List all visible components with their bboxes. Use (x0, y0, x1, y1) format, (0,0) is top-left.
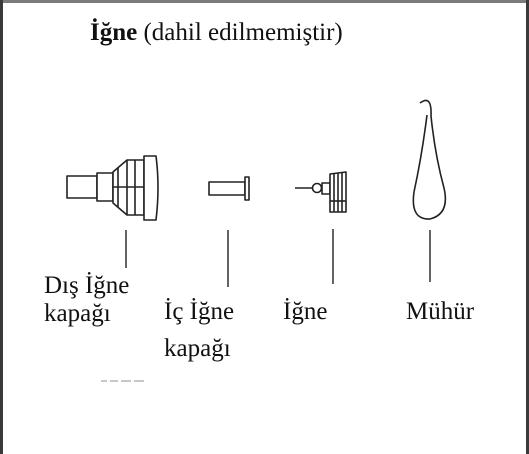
seal-illustration (412, 99, 447, 220)
frame-left-border (0, 0, 3, 454)
frame-top-border (0, 0, 529, 3)
label-inner-cap-line1: İç İğne (164, 298, 235, 325)
label-outer-cap-line1: Dış İğne (44, 272, 130, 299)
inner-needle-cap-illustration (208, 176, 250, 201)
label-seal: Mühür (406, 298, 475, 325)
scan-artifact (101, 380, 144, 382)
outer-needle-cap-illustration (66, 155, 159, 221)
label-outer-cap-line2: kapağı (44, 300, 111, 327)
diagram-title: İğne (dahil edilmemiştir) (90, 18, 343, 48)
label-inner-cap-line2: kapağı (164, 335, 231, 362)
title-bold: İğne (90, 19, 138, 46)
frame-right-border (526, 0, 529, 454)
needle-illustration (295, 171, 347, 213)
title-rest: (dahil edilmemiştir) (137, 19, 343, 46)
label-needle: İğne (283, 298, 328, 325)
